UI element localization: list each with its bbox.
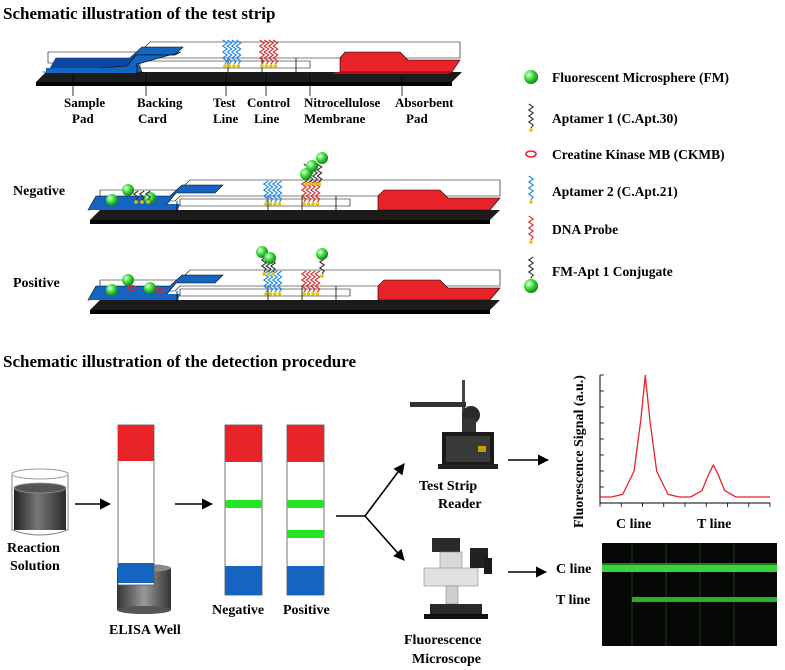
- label-nc-membrane-1: Nitrocellulose: [304, 95, 381, 110]
- chart-xtick-c: C line: [616, 517, 651, 532]
- legend-probe-icon: [527, 215, 535, 244]
- reaction-solution-label-2: Solution: [10, 559, 60, 574]
- legend-label-apt2: Aptamer 2 (C.Apt.21): [552, 184, 678, 199]
- legend-ckmb-icon: [525, 150, 537, 158]
- microscope-label-1: Fluorescence: [404, 633, 482, 648]
- fluorescence-gel-image: [602, 543, 777, 646]
- strip-positive: [87, 246, 501, 314]
- label-sample-pad-1: Sample: [64, 95, 105, 110]
- label-absorbent-pad-2: Pad: [406, 111, 428, 126]
- label-test-line-2: Line: [213, 111, 239, 126]
- row-label-negative: Negative: [13, 184, 65, 199]
- reaction-solution-label-1: Reaction: [7, 541, 60, 556]
- legend-conjugate-icon: [524, 256, 538, 293]
- strip-schematic: [36, 41, 462, 86]
- legend-label-ckmb: Creatine Kinase MB (CKMB): [552, 147, 725, 162]
- section1-title: Schematic illustration of the test strip: [3, 4, 275, 23]
- negative-strip-result: [224, 424, 263, 596]
- label-test-line-1: Test: [213, 95, 236, 110]
- neg-c-line: [225, 500, 262, 508]
- reader-label-1: Test Strip: [419, 479, 477, 494]
- strip-in-well: [117, 424, 171, 614]
- chart-ylabel: Fluorescence Signal (a.u.): [572, 375, 587, 528]
- control-line-probes: [258, 39, 279, 68]
- pos-c-line: [287, 500, 324, 508]
- legend-label-conj: FM-Apt 1 Conjugate: [552, 264, 673, 279]
- reaction-beaker: [11, 468, 69, 536]
- strip-negative: [87, 152, 501, 224]
- label-absorbent-pad-1: Absorbent: [395, 95, 454, 110]
- split-arrows: [336, 463, 405, 561]
- gel-c-line-label: C line: [556, 562, 591, 577]
- fluorescence-chart: [599, 374, 771, 507]
- test-line-aptamers: [221, 39, 242, 68]
- gel-c-band: [602, 565, 777, 572]
- positive-strip-result: [286, 424, 325, 596]
- legend-fm-icon: [524, 70, 538, 84]
- elisa-well-label: ELISA Well: [109, 623, 181, 638]
- label-backing-card-1: Backing: [137, 95, 183, 110]
- label-control-line-2: Line: [254, 111, 280, 126]
- legend-label-fm: Fluorescent Microsphere (FM): [552, 70, 729, 85]
- reader-label-2: Reader: [438, 497, 482, 512]
- fluorescence-microscope-device: [423, 538, 492, 619]
- legend-label-apt1: Aptamer 1 (C.Apt.30): [552, 111, 678, 126]
- section2-title: Schematic illustration of the detection …: [3, 352, 356, 371]
- chart-xtick-t: T line: [697, 517, 731, 532]
- positive-strip-label: Positive: [283, 603, 330, 618]
- label-control-line-1: Control: [247, 95, 290, 110]
- legend-aptamer1-icon: [527, 103, 535, 132]
- row-label-positive: Positive: [13, 276, 60, 291]
- microscope-label-2: Microscope: [412, 652, 481, 667]
- gel-t-line-label: T line: [556, 593, 590, 608]
- negative-strip-label: Negative: [212, 603, 264, 618]
- legend-label-probe: DNA Probe: [552, 222, 618, 237]
- pos-t-line: [287, 530, 324, 538]
- test-strip-reader-device: [410, 380, 498, 469]
- strip-labels: Sample Pad Backing Card Test Line Contro…: [64, 74, 454, 126]
- label-sample-pad-2: Pad: [72, 111, 94, 126]
- gel-t-band: [632, 597, 777, 602]
- chart-series-line: [600, 374, 770, 498]
- legend: Fluorescent Microsphere (FM) Aptamer 1 (…: [524, 70, 729, 293]
- label-backing-card-2: Card: [138, 111, 168, 126]
- label-nc-membrane-2: Membrane: [304, 111, 366, 126]
- legend-aptamer2-icon: [527, 175, 535, 204]
